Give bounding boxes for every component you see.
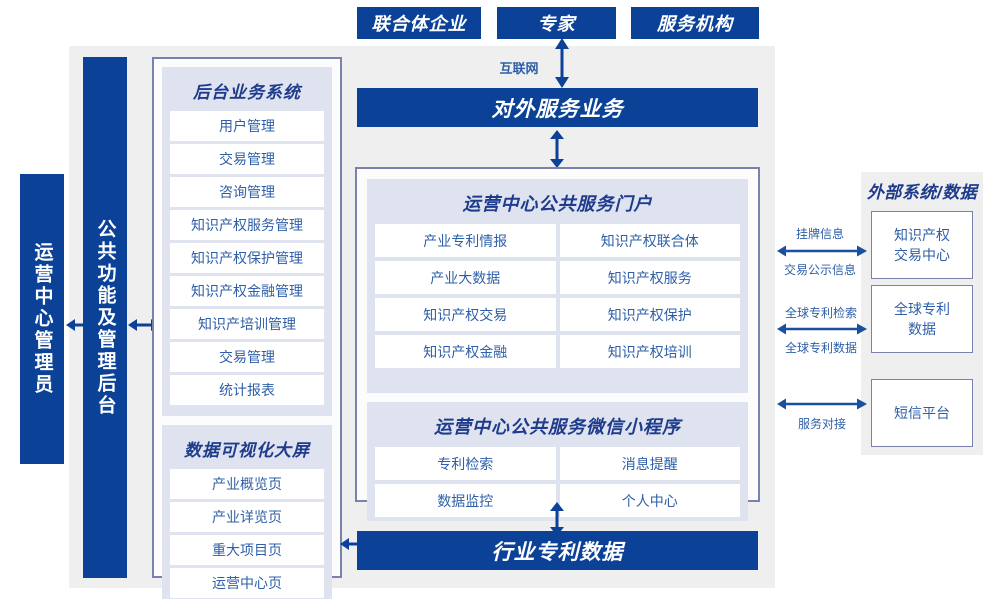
service-to-portal-arrow <box>550 130 564 168</box>
backend-system-items: 用户管理 交易管理 咨询管理 知识产权服务管理 知识产权保护管理 知识产权金融管… <box>170 111 324 405</box>
portal-item[interactable]: 知识产权服务 <box>559 261 740 294</box>
miniprogram-item[interactable]: 消息提醒 <box>559 447 740 480</box>
portal-item[interactable]: 知识产权交易 <box>375 298 556 331</box>
external-link-label-above: 全球专利检索 <box>784 306 857 320</box>
external-link-label-below: 服务对接 <box>797 417 846 431</box>
external-link-label-below: 交易公示信息 <box>783 263 856 277</box>
visualization-screen-items: 产业概览页 产业详览页 重大项目页 运营中心页 <box>170 469 324 598</box>
external-box-label: 全球专利 数据 <box>894 300 950 337</box>
external-box-ip-exchange[interactable]: 知识产权 交易中心 <box>871 211 973 279</box>
internet-double-arrow <box>555 38 569 88</box>
role-operator-bar[interactable]: 运营中心管理员 <box>20 174 64 464</box>
portal-item[interactable]: 知识产权金融 <box>375 335 556 368</box>
top-actor-service-org[interactable]: 服务机构 <box>631 7 759 39</box>
role-common-functions-bar[interactable]: 公共功能及管理后台 <box>83 57 127 578</box>
backend-item[interactable]: 知识产培训管理 <box>170 309 324 339</box>
miniprogram-item[interactable]: 专利检索 <box>375 447 556 480</box>
visualization-item[interactable]: 运营中心页 <box>170 568 324 598</box>
public-services-container: 运营中心公共服务门户 产业专利情报 知识产权联合体 产业大数据 知识产权服务 知… <box>355 167 760 521</box>
external-link-arrow-ip-exchange <box>777 245 867 257</box>
portal-item[interactable]: 产业专利情报 <box>375 224 556 257</box>
wechat-miniprogram-items: 专利检索 消息提醒 数据监控 个人中心 <box>375 447 740 517</box>
backend-item[interactable]: 用户管理 <box>170 111 324 141</box>
public-portal-title: 运营中心公共服务门户 <box>462 194 653 214</box>
backend-item[interactable]: 知识产权保护管理 <box>170 243 324 273</box>
visualization-screen-title: 数据可视化大屏 <box>184 441 310 460</box>
public-portal-items: 产业专利情报 知识产权联合体 产业大数据 知识产权服务 知识产权交易 知识产权保… <box>375 224 740 368</box>
backend-item[interactable]: 交易管理 <box>170 144 324 174</box>
backend-system-group: 后台业务系统 用户管理 交易管理 咨询管理 知识产权服务管理 知识产权保护管理 … <box>162 67 332 416</box>
external-box-global-patent-data[interactable]: 全球专利 数据 <box>871 285 973 353</box>
external-systems-title: 外部系统/数据 <box>866 183 978 202</box>
visualization-screen-group: 数据可视化大屏 产业概览页 产业详览页 重大项目页 运营中心页 <box>162 425 332 599</box>
backend-item[interactable]: 知识产权金融管理 <box>170 276 324 306</box>
external-link-label-below: 全球专利数据 <box>784 341 857 355</box>
portal-item[interactable]: 产业大数据 <box>375 261 556 294</box>
backend-item[interactable]: 交易管理 <box>170 342 324 372</box>
portal-item[interactable]: 知识产权保护 <box>559 298 740 331</box>
top-actor-consortium[interactable]: 联合体企业 <box>357 7 481 39</box>
top-actor-expert[interactable]: 专家 <box>497 7 616 39</box>
backend-system-title: 后台业务系统 <box>193 83 301 102</box>
visualization-item[interactable]: 产业详览页 <box>170 502 324 532</box>
backend-item[interactable]: 咨询管理 <box>170 177 324 207</box>
external-link-arrow-sms <box>777 398 867 410</box>
wechat-miniprogram-title: 运营中心公共服务微信小程序 <box>434 417 681 437</box>
backend-item[interactable]: 统计报表 <box>170 375 324 405</box>
public-portal-group: 运营中心公共服务门户 产业专利情报 知识产权联合体 产业大数据 知识产权服务 知… <box>367 179 748 393</box>
miniprogram-item[interactable]: 个人中心 <box>559 484 740 517</box>
industry-patent-data-bar[interactable]: 行业专利数据 <box>357 531 758 570</box>
external-box-sms-platform[interactable]: 短信平台 <box>871 379 973 447</box>
external-box-label: 短信平台 <box>894 404 950 421</box>
visualization-item[interactable]: 产业概览页 <box>170 469 324 499</box>
backend-modules-container: 后台业务系统 用户管理 交易管理 咨询管理 知识产权服务管理 知识产权保护管理 … <box>152 57 342 599</box>
external-box-label: 知识产权 交易中心 <box>894 226 950 263</box>
external-service-bar[interactable]: 对外服务业务 <box>357 88 758 127</box>
external-link-label-above: 挂牌信息 <box>795 227 844 241</box>
visualization-item[interactable]: 重大项目页 <box>170 535 324 565</box>
internet-link-label: 互联网 <box>499 61 539 76</box>
portal-item[interactable]: 知识产权培训 <box>559 335 740 368</box>
external-link-arrow-global-patent <box>777 323 867 335</box>
miniprogram-item[interactable]: 数据监控 <box>375 484 556 517</box>
portal-item[interactable]: 知识产权联合体 <box>559 224 740 257</box>
wechat-miniprogram-group: 运营中心公共服务微信小程序 专利检索 消息提醒 数据监控 个人中心 <box>367 402 748 521</box>
backend-item[interactable]: 知识产权服务管理 <box>170 210 324 240</box>
